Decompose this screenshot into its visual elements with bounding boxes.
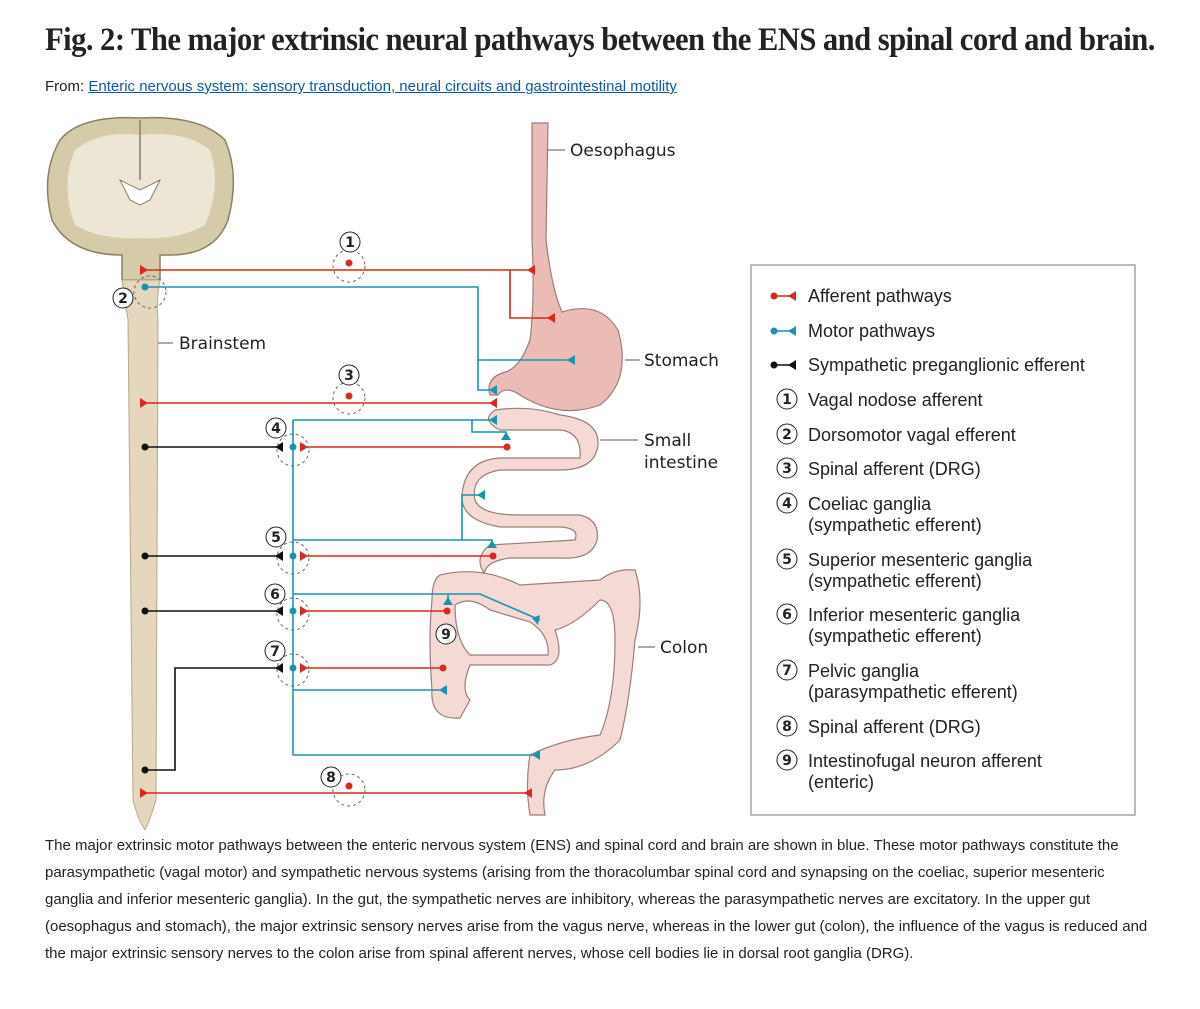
marker-9: 9 <box>435 623 457 645</box>
legend-item-3: 3 Spinal afferent (DRG) <box>776 457 981 479</box>
legend-item-9: 9 Intestinofugal neuron afferent(enteric) <box>776 749 1042 792</box>
afferent-pathways <box>145 269 555 794</box>
svg-text:7: 7 <box>782 663 792 679</box>
organ-labels: Oesophagus Stomach Small intestine Colon… <box>158 141 719 658</box>
marker-1: 1 <box>339 231 361 253</box>
legend-sympathetic: Sympathetic preganglionic efferent <box>770 355 1085 375</box>
svg-text:Afferent pathways: Afferent pathways <box>808 286 952 306</box>
legend-item-7: 7 Pelvic ganglia(parasympathetic efferent… <box>776 659 1018 702</box>
label-brainstem: Brainstem <box>179 334 266 354</box>
svg-text:7: 7 <box>270 644 280 660</box>
svg-text:2: 2 <box>118 291 128 307</box>
label-colon: Colon <box>660 638 708 658</box>
svg-text:5: 5 <box>782 552 792 568</box>
svg-text:6: 6 <box>270 587 280 603</box>
svg-text:Motor pathways: Motor pathways <box>808 321 935 341</box>
svg-text:8: 8 <box>326 770 336 786</box>
svg-text:Pelvic ganglia: Pelvic ganglia <box>808 661 920 681</box>
label-small-intestine-1: Small <box>644 431 691 451</box>
brain-illustration <box>46 116 235 281</box>
legend-afferent: Afferent pathways <box>770 286 952 306</box>
svg-text:(sympathetic efferent): (sympathetic efferent) <box>808 515 982 535</box>
figure-caption: The major extrinsic motor pathways betwe… <box>45 837 1148 962</box>
legend-item-6: 6 Inferior mesenteric ganglia(sympathetic… <box>776 603 1021 646</box>
svg-text:9: 9 <box>782 753 792 769</box>
figure-title: Fig. 2: The major extrinsic neural pathw… <box>45 22 1155 58</box>
marker-2: 2 <box>112 287 134 309</box>
svg-text:(enteric): (enteric) <box>808 772 874 792</box>
svg-text:(sympathetic efferent): (sympathetic efferent) <box>808 571 982 591</box>
marker-7: 7 <box>264 640 286 662</box>
label-small-intestine-2: intestine <box>644 453 718 473</box>
svg-text:Inferior mesenteric ganglia: Inferior mesenteric ganglia <box>808 605 1021 625</box>
svg-text:Vagal nodose afferent: Vagal nodose afferent <box>808 390 982 410</box>
svg-text:Spinal afferent (DRG): Spinal afferent (DRG) <box>808 717 981 737</box>
svg-text:9: 9 <box>441 627 451 643</box>
legend-item-4: 4 Coeliac ganglia(sympathetic efferent) <box>776 492 982 535</box>
svg-text:4: 4 <box>782 496 792 512</box>
svg-text:Superior mesenteric ganglia: Superior mesenteric ganglia <box>808 550 1033 570</box>
legend: Afferent pathways Motor pathways Sympath… <box>750 264 1136 816</box>
svg-text:8: 8 <box>782 719 792 735</box>
svg-text:4: 4 <box>271 421 281 437</box>
gut-illustration <box>429 122 641 816</box>
label-oesophagus: Oesophagus <box>570 141 676 161</box>
svg-text:3: 3 <box>344 368 354 384</box>
legend-item-2: 2 Dorsomotor vagal efferent <box>776 423 1016 445</box>
sympathetic-pathways <box>145 446 283 771</box>
marker-8: 8 <box>320 766 342 788</box>
from-prefix: From: <box>45 78 85 95</box>
svg-text:Intestinofugal neuron afferent: Intestinofugal neuron afferent <box>808 751 1042 771</box>
svg-text:1: 1 <box>345 235 355 251</box>
marker-4: 4 <box>265 417 287 439</box>
marker-5: 5 <box>265 526 287 548</box>
legend-motor: Motor pathways <box>770 321 935 341</box>
source-line: From: Enteric nervous system: sensory tr… <box>45 78 677 95</box>
source-article-link[interactable]: Enteric nervous system: sensory transduc… <box>88 78 677 95</box>
pathway-diagram: Oesophagus Stomach Small intestine Colon… <box>46 116 1136 830</box>
svg-text:Spinal afferent (DRG): Spinal afferent (DRG) <box>808 459 981 479</box>
svg-text:2: 2 <box>782 427 792 443</box>
pathway-terminals <box>133 249 575 807</box>
svg-text:Coeliac ganglia: Coeliac ganglia <box>808 494 932 514</box>
marker-3: 3 <box>338 364 360 386</box>
label-stomach: Stomach <box>644 351 719 371</box>
svg-text:5: 5 <box>271 530 281 546</box>
legend-item-8: 8 Spinal afferent (DRG) <box>776 715 981 737</box>
marker-6: 6 <box>264 583 286 605</box>
legend-item-5: 5 Superior mesenteric ganglia(sympathetic… <box>776 548 1033 591</box>
svg-text:3: 3 <box>782 461 792 477</box>
legend-item-1: 1 Vagal nodose afferent <box>776 388 982 410</box>
svg-text:(parasympathetic efferent): (parasympathetic efferent) <box>808 682 1018 702</box>
svg-text:Sympathetic preganglionic effe: Sympathetic preganglionic efferent <box>808 355 1085 375</box>
diagram-number-markers: 1 2 3 4 5 6 7 8 9 <box>112 231 457 788</box>
svg-text:6: 6 <box>782 607 792 623</box>
svg-text:1: 1 <box>782 392 792 408</box>
spinal-cord <box>121 279 161 830</box>
svg-text:Dorsomotor vagal efferent: Dorsomotor vagal efferent <box>808 425 1016 445</box>
svg-text:(sympathetic efferent): (sympathetic efferent) <box>808 626 982 646</box>
